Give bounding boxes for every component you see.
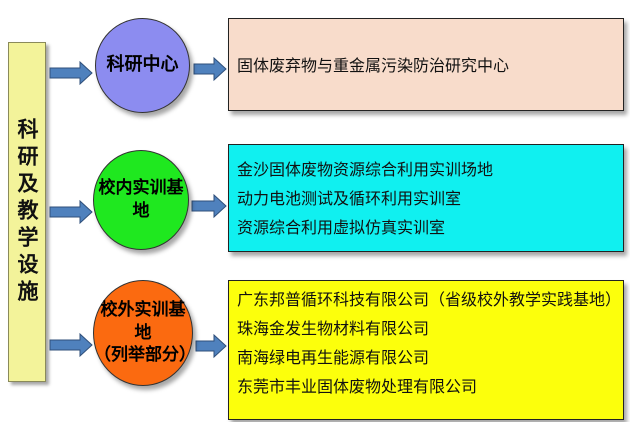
box-item: 广东邦普循环科技有限公司（省级校外教学实践基地） [237,290,622,309]
node-circle-off-campus-base: 校外实训基地 （列举部分） [93,280,196,386]
circle-label: 校内实训基地 [98,178,184,221]
node-box-off-campus-base: 广东邦普循环科技有限公司（省级校外教学实践基地） 珠海金发生物材料有限公司 南海… [228,280,624,420]
box-item: 资源综合利用虚拟仿真实训室 [237,218,446,237]
node-circle-research-center: 科研中心 [95,18,190,113]
arrow-icon [191,193,227,219]
node-box-on-campus-base: 金沙固体废物资源综合利用实训场地 动力电池测试及循环利用实训室 资源综合利用虚拟… [228,144,624,252]
arrow-icon [195,333,227,359]
box-item: 金沙固体废物资源综合利用实训场地 [237,160,494,179]
box-item: 东莞市丰业固体废物处理有限公司 [237,377,478,396]
box-item: 珠海金发生物材料有限公司 [237,319,430,338]
circle-sublabel: （列举部分） [94,345,196,366]
circle-label: 校外实训基地 [100,299,186,343]
arrow-icon [49,60,93,86]
left-label: 科研及教学设施 [15,117,39,307]
arrow-icon [193,56,227,82]
box-item: 动力电池测试及循环利用实训室 [237,189,462,208]
arrow-icon [49,199,93,225]
box-item: 南海绿电再生能源有限公司 [237,348,430,367]
box-item: 固体废弃物与重金属污染防治研究中心 [237,56,510,75]
node-circle-on-campus-base: 校内实训基地 [93,150,189,250]
node-box-research-center: 固体废弃物与重金属污染防治研究中心 [228,18,624,111]
left-label-box: 科研及教学设施 [8,42,46,382]
circle-label: 科研中心 [106,54,179,76]
arrow-icon [49,332,93,358]
